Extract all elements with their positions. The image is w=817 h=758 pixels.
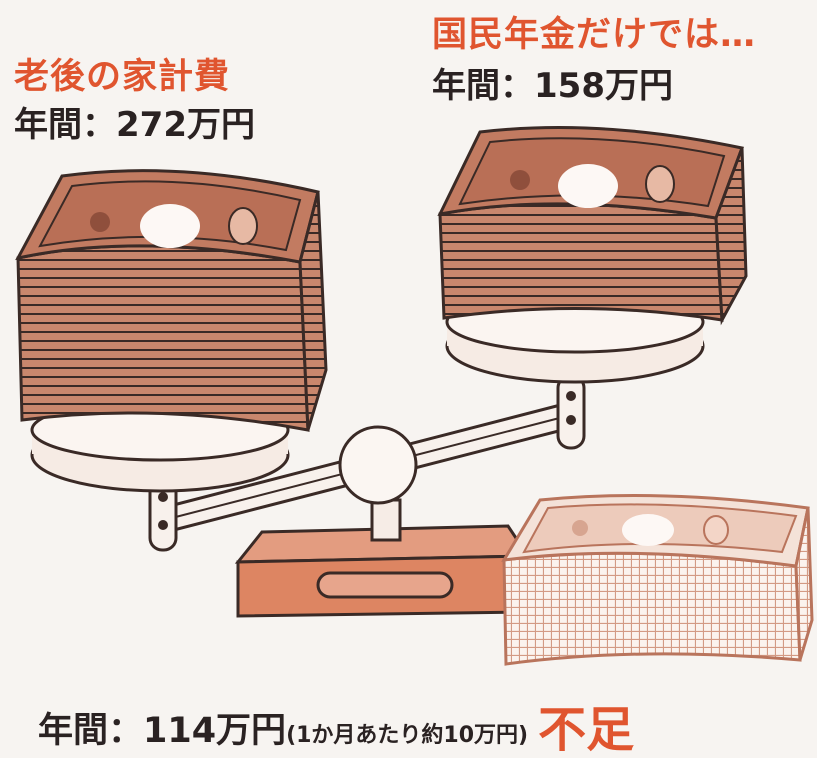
base-slot	[316, 571, 454, 599]
right-banknote-stack	[437, 126, 748, 326]
right-hanger	[556, 374, 586, 450]
shortfall-label: 不足	[538, 702, 635, 758]
national-pension-amount: 年間：158万円	[432, 66, 673, 106]
bill-portrait	[228, 207, 258, 245]
bill-seal	[90, 212, 110, 232]
shortfall-line: 年間：114万円(1か月あたり約10万円) 不足	[38, 686, 635, 758]
scale-post	[370, 498, 402, 542]
national-pension-title: 国民年金だけでは…	[432, 15, 757, 55]
balance-scale-illustration	[15, 126, 814, 666]
bill-portrait	[645, 165, 675, 203]
pivot-ball	[338, 425, 418, 505]
scale-base	[234, 524, 531, 618]
left-banknote-stack	[15, 169, 328, 432]
bill-watermark	[140, 204, 200, 248]
bill-watermark	[558, 164, 618, 208]
shortfall-monthly-note: (1か月あたり約10万円)	[286, 723, 529, 748]
household-expense-amount: 年間：272万円	[14, 105, 255, 145]
household-expense-title: 老後の家計費	[14, 57, 231, 97]
bill-seal	[510, 170, 530, 190]
shortfall-amount: 年間：114万円	[38, 711, 287, 751]
shortfall-banknote-stack	[501, 494, 814, 666]
